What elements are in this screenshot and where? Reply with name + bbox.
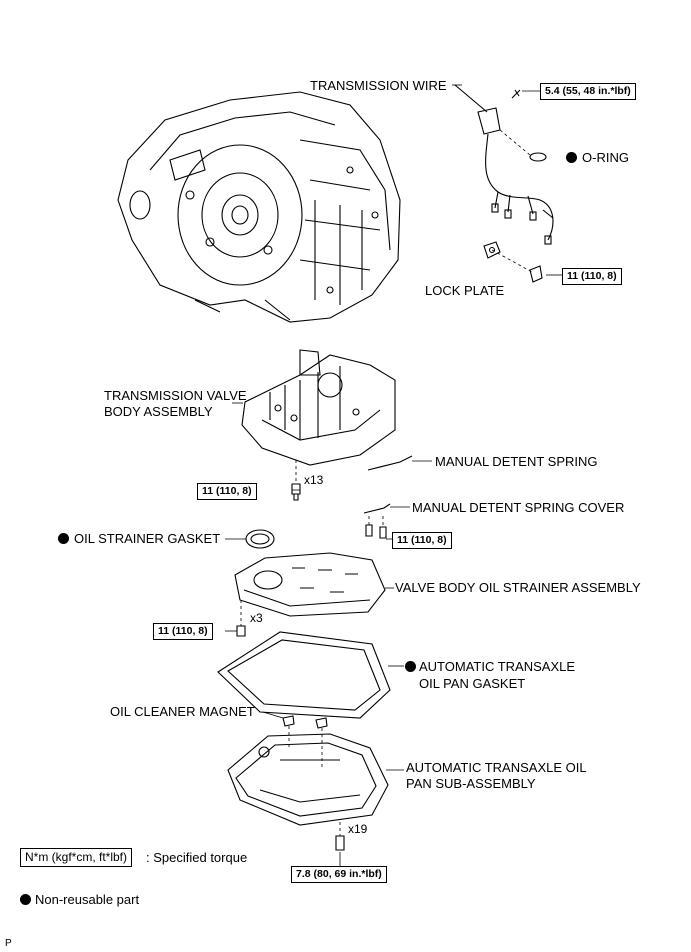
transaxle-housing-drawing [117,91,401,323]
qty-valve-body-bolts: x13 [304,473,324,487]
label-oil-pan-line2: PAN SUB-ASSEMBLY [406,776,536,791]
label-oil-cleaner-magnet: OIL CLEANER MAGNET [110,704,255,719]
label-oil-pan-line1: AUTOMATIC TRANSAXLE OIL [406,760,587,775]
valve-body-drawing [241,349,396,466]
torque-wire-bolt: 5.4 (55, 48 in.*lbf) [540,83,636,100]
torque-lock-plate-bolt: 11 (110, 8) [562,268,622,285]
non-reusable-mark-oil-pan-gasket [405,661,416,672]
legend-torque-unit-box: N*m (kgf*cm, ft*lbf) [20,848,133,867]
oil-strainer-drawing [234,552,386,617]
oil-pan-gasket-drawing [217,631,391,719]
non-reusable-mark-o-ring [566,152,577,163]
oil-cleaner-magnet-drawing [282,715,295,727]
label-o-ring: O-RING [582,150,629,165]
manual-detent-spring-cover-drawing [363,503,391,514]
manual-detent-spring-drawing [367,455,413,471]
lock-plate-drawing [483,241,543,283]
legend-torque-desc: : Specified torque [146,850,248,865]
torque-oil-pan-bolt: 7.8 (80, 69 in.*lbf) [291,866,387,883]
oil-pan-drawing [227,733,389,826]
non-reusable-mark-strainer-gasket [58,533,69,544]
label-valve-body-oil-strainer: VALVE BODY OIL STRAINER ASSEMBLY [395,580,641,595]
oil-strainer-gasket-drawing [245,529,275,549]
torque-valve-body-bolt: 11 (110, 8) [197,483,257,500]
label-transmission-wire: TRANSMISSION WIRE [310,78,447,93]
label-oil-pan-gasket-line1: AUTOMATIC TRANSAXLE [419,659,576,674]
o-ring-drawing [529,152,547,162]
label-manual-detent-spring: MANUAL DETENT SPRING [435,454,598,469]
legend-non-reusable-dot [20,894,31,905]
label-oil-strainer-gasket: OIL STRAINER GASKET [74,531,221,546]
label-valve-body-line2: BODY ASSEMBLY [104,404,213,419]
torque-detent-cover-bolt: 11 (110, 8) [392,532,452,549]
qty-oil-pan-bolts: x19 [348,822,368,836]
legend-non-reusable-text: Non-reusable part [35,892,140,907]
corner-mark: P [5,938,12,949]
qty-strainer-bolts: x3 [250,611,263,625]
transmission-wire-drawing [454,84,554,245]
label-manual-detent-spring-cover: MANUAL DETENT SPRING COVER [412,500,625,515]
label-valve-body-line1: TRANSMISSION VALVE [104,388,247,403]
label-oil-pan-gasket-line2: OIL PAN GASKET [419,676,526,691]
torque-strainer-bolt: 11 (110, 8) [153,623,213,640]
label-lock-plate: LOCK PLATE [425,283,505,298]
